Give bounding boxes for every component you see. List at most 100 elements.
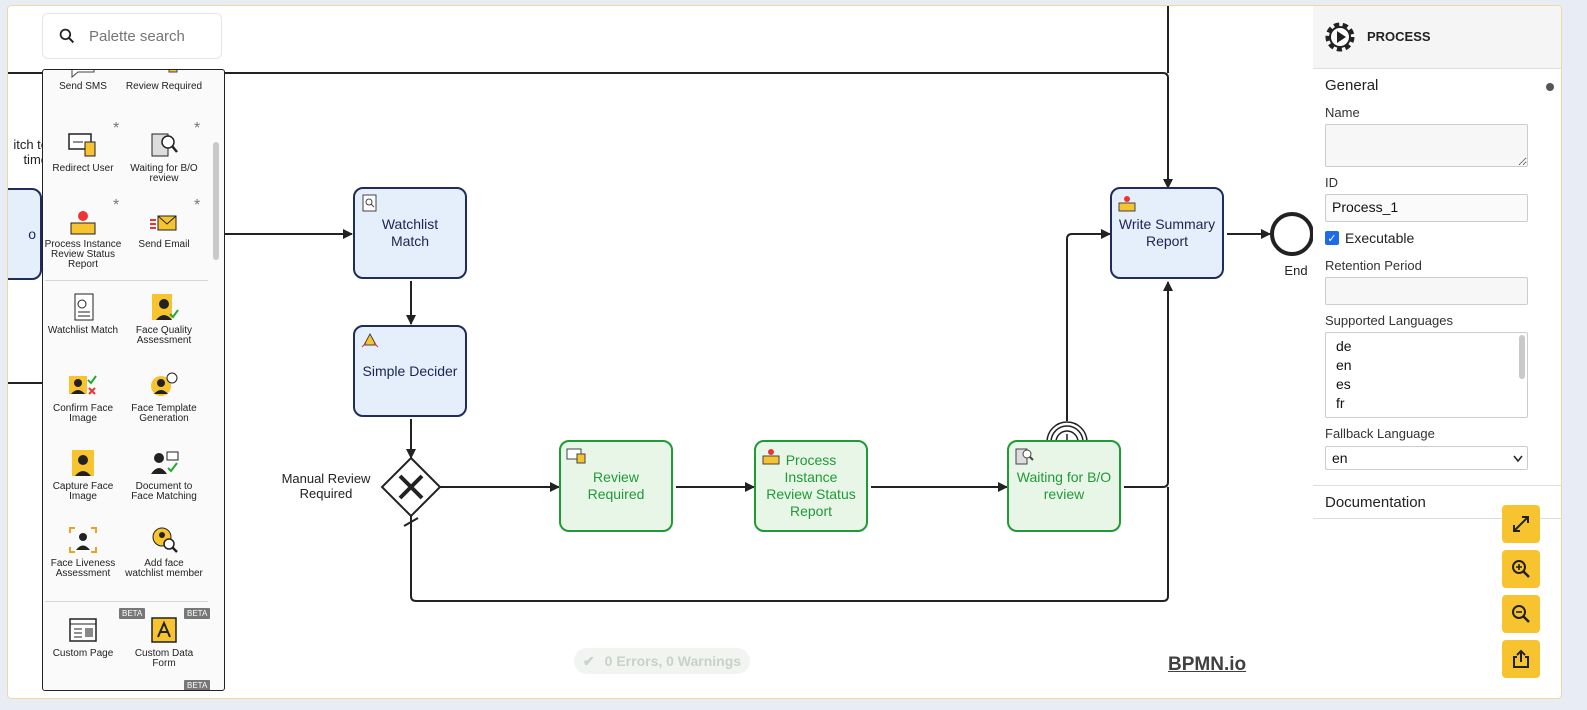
partial-label-line1: itch to <box>13 137 48 152</box>
review-icon <box>566 448 586 464</box>
zoom-in-button[interactable] <box>1502 550 1540 588</box>
languages-scrollbar[interactable] <box>1519 335 1525 379</box>
palette-item-watchlist-match[interactable]: Watchlist Match <box>43 292 123 336</box>
redirect-icon <box>68 133 96 157</box>
palette-item-face-liveness[interactable]: Face Liveness Assessment <box>43 525 123 579</box>
language-option[interactable]: i <box>1336 413 1517 417</box>
palette-item-redirect-user[interactable]: Redirect User <box>43 130 123 174</box>
beta-badge: BETA <box>184 680 211 690</box>
task-waiting-label: Waiting for B/O review <box>1016 469 1112 502</box>
properties-header: PROCESS <box>1313 6 1561 69</box>
name-input[interactable] <box>1325 124 1528 167</box>
zoom-out-button[interactable] <box>1502 595 1540 633</box>
task-review-required[interactable]: Review Required <box>559 440 673 532</box>
palette-item-label: Send SMS <box>59 81 107 92</box>
palette-item-add-watchlist[interactable]: Add face watchlist member <box>124 525 204 579</box>
bpmn-io-logo[interactable]: BPMN.io <box>1168 654 1247 675</box>
palette-item-label: Face Liveness Assessment <box>50 558 116 579</box>
exclusive-gateway[interactable] <box>380 456 442 518</box>
palette-item-process-report[interactable]: Process Instance Review Status Report <box>43 206 123 270</box>
palette-item-label: Capture Face Image <box>52 481 114 502</box>
partial-task[interactable]: o <box>8 188 42 280</box>
check-icon: ✔ <box>582 652 595 669</box>
task-report-label: Process Instance Review Status Report <box>766 452 856 519</box>
confirm-face-icon <box>69 375 97 395</box>
default-flow-marker <box>403 517 419 527</box>
palette-item-review-required[interactable]: Review Required <box>124 70 204 92</box>
magnifier-document-icon <box>151 133 178 157</box>
task-summary-label: Write Summary Report <box>1118 216 1216 249</box>
capture-face-icon <box>72 450 94 476</box>
languages-listbox[interactable]: de en es fr i <box>1325 332 1528 418</box>
report-icon <box>762 449 780 465</box>
face-quality-icon <box>152 294 179 320</box>
palette-item-custom-page[interactable]: Custom Page <box>43 615 123 659</box>
flow-gateway-default[interactable] <box>410 487 1169 602</box>
task-waiting-bo-review[interactable]: Waiting for B/O review <box>1007 440 1121 532</box>
language-option[interactable]: es <box>1336 376 1351 392</box>
custom-marker: * <box>113 197 120 214</box>
palette-item-face-template[interactable]: Face Template Generation <box>124 370 204 424</box>
palette-item-label: Custom Page <box>52 648 114 659</box>
language-option[interactable]: en <box>1336 357 1352 373</box>
app-frame: itch to time o Watchlist Match Simple De… <box>7 5 1562 699</box>
fallback-select[interactable]: en <box>1325 446 1528 470</box>
palette-item-label: Add face watchlist member <box>125 558 203 579</box>
watchlist-icon <box>362 194 377 212</box>
section-general-header[interactable]: General <box>1325 77 1379 94</box>
sms-icon <box>71 70 95 78</box>
executable-row[interactable]: ✓ Executable <box>1325 230 1414 246</box>
custom-marker: * <box>113 120 120 137</box>
flow-waiting-to-summary[interactable] <box>1124 281 1173 488</box>
language-option[interactable]: fr <box>1336 395 1345 411</box>
retention-label: Retention Period <box>1325 258 1422 273</box>
review-icon <box>168 70 178 73</box>
report-icon <box>1118 196 1136 212</box>
palette-separator <box>45 280 208 281</box>
lint-status[interactable]: ✔ 0 Errors, 0 Warnings <box>574 648 750 674</box>
palette-item-label: Process Instance Review Status Report <box>44 239 122 270</box>
partial-label-line2: time <box>23 152 48 167</box>
watchlist-icon <box>74 293 94 321</box>
zoom-in-icon <box>1512 560 1530 578</box>
section-documentation-header[interactable]: Documentation <box>1325 494 1426 511</box>
palette-item-waiting-bo[interactable]: Waiting for B/O review <box>124 130 204 184</box>
report-icon <box>70 211 96 235</box>
languages-label: Supported Languages <box>1325 313 1453 328</box>
zoom-out-icon <box>1512 605 1530 623</box>
palette-item-send-sms[interactable]: Send SMS <box>43 70 123 92</box>
export-button[interactable] <box>1502 640 1540 678</box>
retention-input[interactable] <box>1325 277 1528 305</box>
task-write-summary[interactable]: Write Summary Report <box>1110 187 1224 279</box>
palette-item-custom-form[interactable]: Custom Data Form <box>124 615 204 669</box>
fallback-value: en <box>1332 450 1348 466</box>
flow-top-to-summary[interactable] <box>8 72 1173 189</box>
palette-item-label: Review Required <box>125 81 203 92</box>
palette-item-doc-face-match[interactable]: Document to Face Matching <box>124 448 204 502</box>
language-option[interactable]: de <box>1336 338 1352 354</box>
palette-item-capture-face[interactable]: Capture Face Image <box>43 448 123 502</box>
task-process-report[interactable]: Process Instance Review Status Report <box>754 440 868 532</box>
share-icon <box>1513 649 1529 668</box>
fullscreen-button[interactable] <box>1502 505 1540 543</box>
palette-scrollbar[interactable] <box>213 142 219 260</box>
palette-item-label: Send Email <box>138 239 190 250</box>
palette-item-send-email[interactable]: Send Email <box>124 206 204 250</box>
palette-item-face-quality[interactable]: Face Quality Assessment <box>124 292 204 346</box>
executable-checkbox[interactable]: ✓ <box>1325 231 1339 245</box>
palette-search-input[interactable] <box>87 26 221 46</box>
palette-search[interactable] <box>42 13 222 59</box>
task-simple-decider[interactable]: Simple Decider <box>353 325 467 417</box>
face-template-icon <box>151 372 178 396</box>
magnifier-document-icon <box>1015 448 1034 465</box>
task-watchlist-match[interactable]: Watchlist Match <box>353 187 467 279</box>
end-event[interactable] <box>1270 212 1314 256</box>
id-label: ID <box>1325 175 1338 190</box>
custom-marker: * <box>194 120 201 137</box>
lint-status-text: 0 Errors, 0 Warnings <box>604 653 742 669</box>
palette: Send SMS Review Required * * Redirect Us… <box>42 69 225 691</box>
flow-timer-to-summary[interactable] <box>1066 229 1111 421</box>
palette-item-confirm-face[interactable]: Confirm Face Image <box>43 370 123 424</box>
palette-item-label: Face Quality Assessment <box>135 325 193 346</box>
id-input[interactable]: Process_1 <box>1325 194 1528 222</box>
